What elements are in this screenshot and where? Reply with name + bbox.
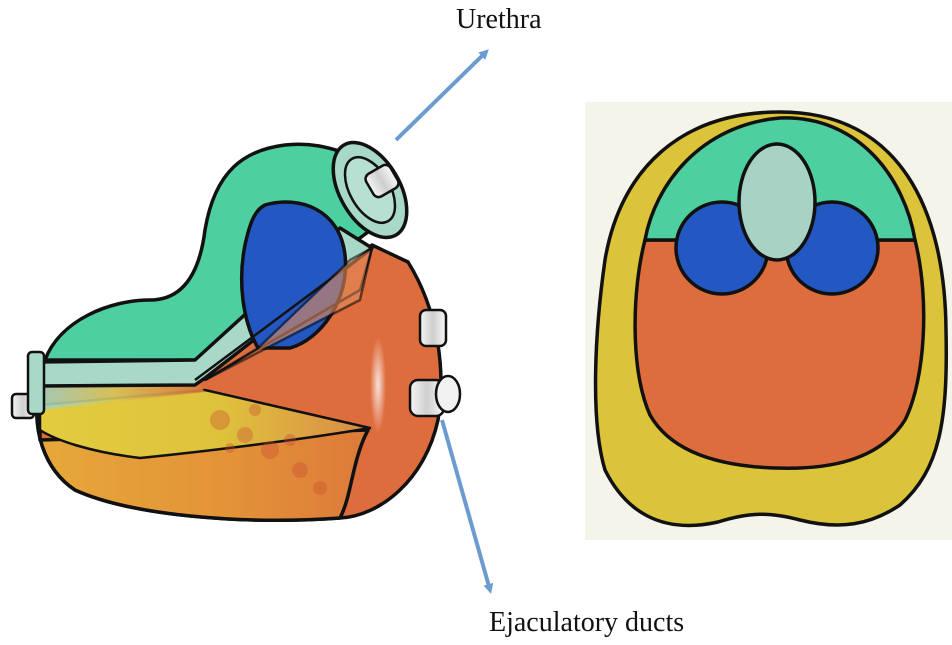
urethra-arrow <box>396 52 486 140</box>
surface-shine <box>370 337 386 433</box>
axial-view <box>585 102 952 540</box>
ejaculatory-duct-cap <box>410 376 460 416</box>
urethra-axial <box>739 144 815 260</box>
side-cap <box>420 310 446 346</box>
ejaculatory-ducts-arrow <box>442 420 490 590</box>
orange-zone-axial <box>635 240 924 468</box>
left-cap <box>12 352 44 418</box>
sagittal-view <box>12 130 460 520</box>
